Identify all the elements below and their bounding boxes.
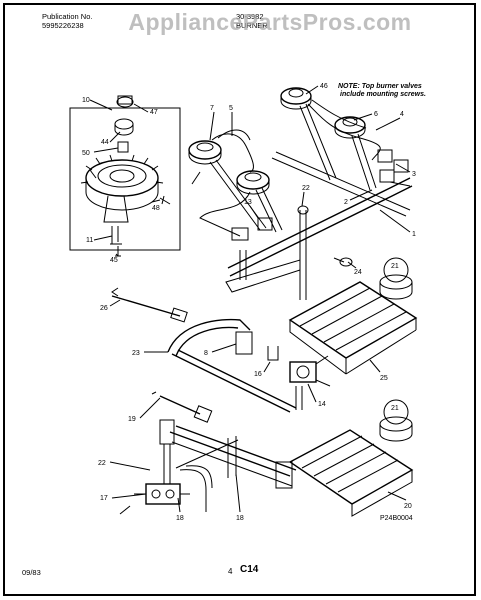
footer-page-number: 4: [228, 567, 233, 576]
section-title: BURNER: [236, 21, 268, 30]
callout-47: 47: [150, 109, 158, 116]
callout-48: 48: [152, 205, 160, 212]
callout-16: 16: [254, 371, 262, 378]
leader-lines: [89, 85, 411, 513]
oven-burner-tube: [169, 425, 297, 477]
callout-50: 50: [82, 150, 90, 157]
callout-11: 11: [86, 237, 93, 244]
top-burner-right-front: [334, 116, 366, 139]
callout-4: 4: [400, 111, 404, 118]
callout-3: 3: [412, 171, 416, 178]
safety-valve: [289, 355, 331, 387]
note-line-2: include mounting screws.: [340, 91, 426, 98]
callout-labels: 10 47 44 50 48 11 45 7 5 46 6 4 3 1 2 22…: [82, 83, 416, 522]
manifold-bracket: [225, 259, 301, 293]
callout-19: 19: [128, 416, 136, 423]
pilot-assembly: [119, 419, 190, 515]
callout-2: 2: [344, 199, 348, 206]
callout-14: 14: [318, 401, 326, 408]
callout-24: 24: [354, 269, 362, 276]
note-line-1: NOTE: Top burner valves: [338, 83, 422, 90]
top-burner-left-rear: [188, 140, 222, 165]
callout-26: 26: [100, 305, 108, 312]
top-burner-right-rear: [280, 87, 312, 110]
gas-pipe-23: [167, 318, 251, 353]
callout-7: 7: [210, 105, 214, 112]
manifold-pipe: [227, 177, 411, 269]
callout-10: 10: [82, 97, 90, 104]
tube-22-upper: [299, 210, 307, 300]
callout-1: 1: [412, 231, 416, 238]
valve-8: [235, 331, 253, 355]
callout-20: 20: [404, 503, 412, 510]
callout-46: 46: [320, 83, 328, 90]
footer-date: 09/83: [22, 568, 41, 577]
ignitor-19: [151, 391, 213, 423]
watermark: AppliancePartsPros.com: [128, 9, 412, 35]
callout-21-lower: 21: [391, 405, 399, 412]
callout-25: 25: [380, 375, 388, 382]
callout-8: 8: [204, 350, 208, 357]
callout-5: 5: [229, 105, 233, 112]
callout-21-upper: 21: [391, 263, 399, 270]
callout-22-lower: 22: [98, 460, 106, 467]
model-number: 30-3982: [236, 12, 264, 21]
oven-burner-upper: [288, 281, 418, 375]
oven-burner-lower: [288, 429, 414, 517]
publication-label: Publication No.: [42, 12, 93, 21]
ignitor-upper: [379, 257, 413, 300]
ignitor-wire-right: [307, 103, 381, 161]
burner-inset: [69, 95, 181, 257]
ignitor-lower: [379, 399, 413, 442]
callout-17: 17: [100, 495, 108, 502]
footer-page-code: C14: [240, 564, 259, 575]
thermostat-probe: [111, 295, 181, 317]
callout-18-left: 18: [176, 515, 184, 522]
callout-13: 13: [244, 199, 252, 206]
callout-45: 45: [110, 257, 118, 264]
top-burner-left-front: [236, 170, 270, 195]
callout-18-right: 18: [236, 515, 244, 522]
callout-44: 44: [101, 139, 109, 146]
publication-number: 5995226238: [42, 21, 84, 30]
callout-23: 23: [132, 350, 140, 357]
burner-valves: [231, 149, 409, 241]
callout-6: 6: [374, 111, 378, 118]
callout-22-upper: 22: [302, 185, 310, 192]
ignitor-wire-left: [211, 133, 254, 173]
figure-code: P24B0004: [380, 515, 413, 522]
page-frame: [3, 3, 476, 596]
